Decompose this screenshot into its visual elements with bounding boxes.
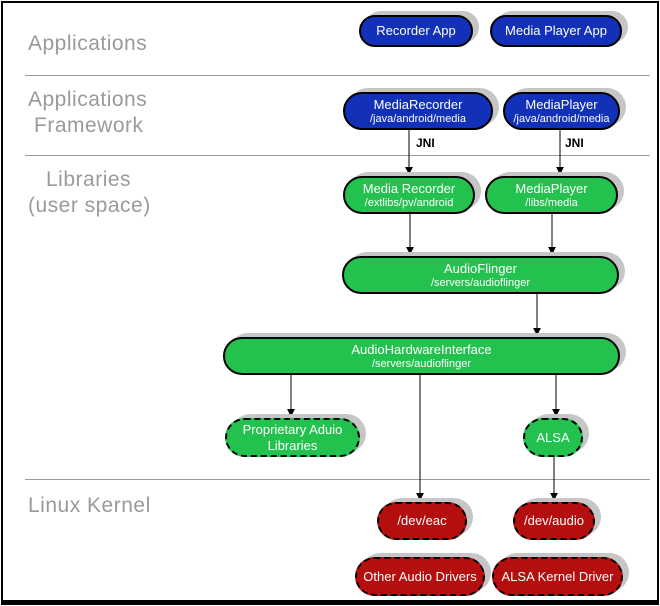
node-sublabel: /libs/media (525, 196, 578, 209)
jni-label-right: JNI (565, 136, 584, 150)
node-recorder-app: Recorder App (359, 15, 473, 47)
node-other-audio-drivers: Other Audio Drivers (355, 557, 485, 596)
node-sublabel: /java/android/media (369, 112, 466, 125)
node-label: Media Player App (505, 23, 607, 38)
node-label: Media Recorder (362, 180, 456, 196)
node-mediaplayer-framework: MediaPlayer /java/android/media (503, 92, 620, 130)
node-label: Proprietary Aduio (242, 421, 343, 437)
node-label: MediaPlayer (525, 96, 598, 112)
node-proprietary-audio-libraries: Proprietary Aduio Libraries (225, 418, 360, 457)
node-dev-audio: /dev/audio (513, 502, 595, 540)
node-audiohardwareinterface: AudioHardwareInterface /servers/audiofli… (223, 337, 620, 375)
node-label: Other Audio Drivers (363, 568, 477, 584)
node-label: MediaPlayer (515, 180, 588, 196)
divider-framework-libraries (25, 155, 650, 156)
node-label: Recorder App (376, 23, 456, 38)
node-label: /dev/eac (397, 513, 447, 528)
node-sublabel: /servers/audioflinger (430, 276, 531, 289)
node-dev-eac: /dev/eac (377, 502, 467, 540)
node-audioflinger: AudioFlinger /servers/audioflinger (342, 256, 619, 294)
layer-label-framework-line1: Applications (28, 88, 148, 111)
node-media-player-app: Media Player App (490, 15, 622, 47)
node-label: AudioHardwareInterface (351, 341, 492, 357)
divider-libraries-kernel (25, 479, 650, 480)
layer-label-applications: Applications (28, 32, 148, 55)
node-alsa: ALSA (523, 418, 583, 457)
node-sublabel: /java/android/media (513, 112, 610, 125)
node-mediaplayer-lib: MediaPlayer /libs/media (485, 176, 618, 214)
layer-label-libraries-line2: (user space) (28, 194, 151, 217)
node-label: AudioFlinger (444, 260, 517, 276)
node-alsa-kernel-driver: ALSA Kernel Driver (492, 557, 623, 596)
node-media-recorder-lib: Media Recorder /extlibs/pv/android (343, 176, 475, 214)
layer-label-libraries-line1: Libraries (46, 168, 132, 191)
layer-label-framework-line2: Framework (34, 114, 144, 137)
node-label: ALSA Kernel Driver (501, 568, 614, 584)
node-sublabel: /servers/audioflinger (371, 357, 472, 370)
node-label: ALSA (536, 429, 570, 445)
node-label: MediaRecorder (373, 96, 463, 112)
layer-label-linux-kernel: Linux Kernel (28, 494, 151, 517)
jni-label-left: JNI (416, 136, 435, 150)
node-sublabel: /extlibs/pv/android (364, 196, 454, 209)
node-label-line2: Libraries (267, 437, 318, 453)
node-label: /dev/audio (524, 513, 584, 528)
divider-applications-framework (25, 75, 650, 76)
node-mediarecorder-framework: MediaRecorder /java/android/media (343, 92, 493, 130)
